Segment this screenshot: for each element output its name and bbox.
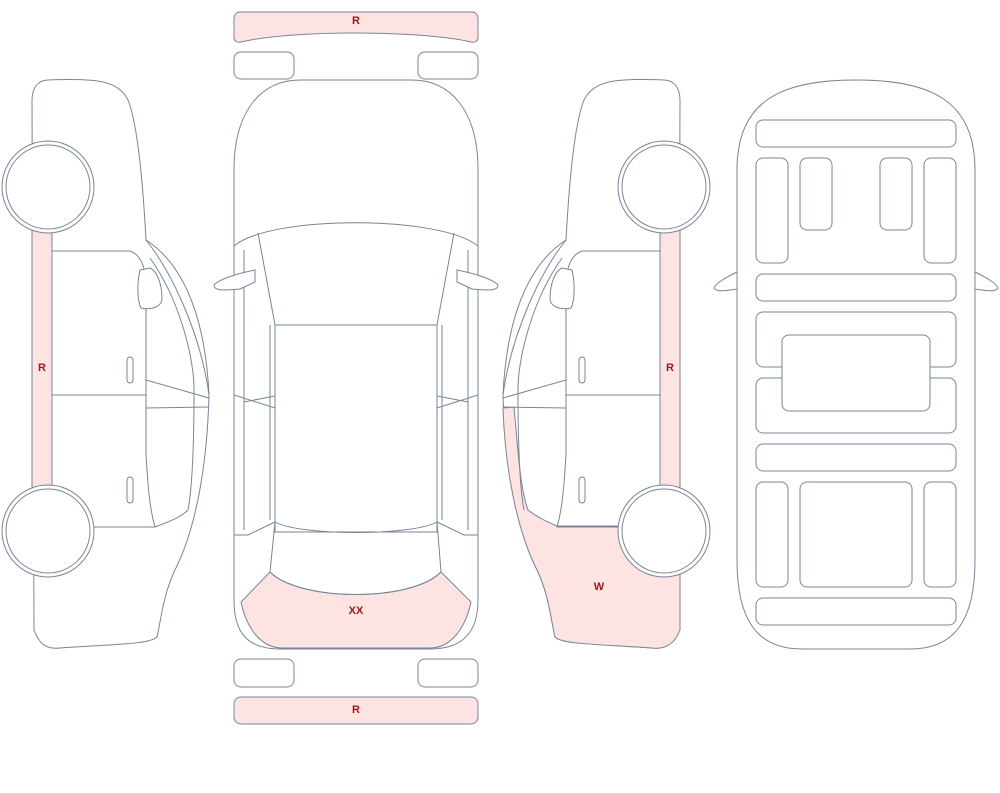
- top-left-pillar: [233, 394, 276, 409]
- left-front-wheel: [1, 140, 95, 234]
- front-left-headlight: [233, 51, 295, 80]
- top-right-side-line: [436, 250, 478, 536]
- underbody-front-right-mount[interactable]: [879, 157, 913, 231]
- underbody-rear-right-rail[interactable]: [923, 481, 957, 588]
- left-mirror: [137, 267, 163, 310]
- right-rear-door-handle: [578, 476, 586, 504]
- left-side-view: R: [1, 78, 210, 649]
- right-window-frame: [502, 239, 567, 511]
- left-rear-wheel-rim: [5, 488, 91, 574]
- right-rear-quarter-label: W: [594, 581, 605, 593]
- right-rear-door[interactable]: [556, 394, 660, 528]
- left-rear-door[interactable]: [52, 394, 156, 528]
- left-pillar: [145, 379, 210, 409]
- underbody-tunnel[interactable]: [781, 334, 931, 412]
- right-rear-wheel: [617, 484, 711, 578]
- front-bumper[interactable]: [233, 11, 479, 43]
- underbody-mid-crossmember[interactable]: [755, 273, 957, 302]
- right-sill-label: R: [666, 362, 674, 374]
- front-bumper-label: R: [352, 15, 360, 27]
- underbody-rear-panel[interactable]: [755, 597, 957, 626]
- left-front-wheel-rim: [5, 144, 91, 230]
- right-sill-panel[interactable]: [659, 227, 681, 489]
- rear-left-taillight: [233, 658, 295, 688]
- rear-bumper[interactable]: [233, 696, 479, 725]
- top-view: R R XX: [213, 11, 499, 725]
- underbody-front-crossmember[interactable]: [755, 119, 957, 148]
- top-right-mirror: [456, 269, 499, 291]
- right-front-wheel-rim: [621, 144, 707, 230]
- windshield[interactable]: [233, 222, 479, 326]
- right-side-view: R W: [502, 78, 711, 649]
- underbody-right-mirror: [974, 271, 999, 292]
- left-window-frame: [145, 239, 210, 528]
- left-rear-wheel: [1, 484, 95, 578]
- top-body-outline: [233, 79, 479, 650]
- left-sill-label: R: [38, 362, 46, 374]
- rear-panel-label: XX: [349, 605, 364, 617]
- left-sill-panel[interactable]: [31, 227, 53, 489]
- right-pillar: [502, 379, 567, 409]
- right-rear-quarter[interactable]: [502, 406, 681, 649]
- left-front-door-handle: [126, 356, 134, 384]
- underbody-view: [713, 79, 999, 650]
- underbody-front-left-rail[interactable]: [755, 157, 789, 264]
- top-left-side-line: [234, 250, 276, 536]
- underbody-left-mirror: [713, 271, 738, 292]
- right-front-wheel: [617, 140, 711, 234]
- underbody-front-left-mount[interactable]: [799, 157, 833, 231]
- underbody-rear-left-rail[interactable]: [755, 481, 789, 588]
- underbody-front-right-rail[interactable]: [923, 157, 957, 264]
- rear-right-taillight: [417, 658, 479, 688]
- right-front-door-handle: [578, 356, 586, 384]
- rear-window[interactable]: [269, 521, 442, 595]
- right-mirror: [549, 267, 575, 310]
- top-right-pillar: [436, 394, 479, 409]
- front-right-headlight: [417, 51, 479, 80]
- underbody-spare-well[interactable]: [799, 481, 913, 588]
- rear-bumper-label: R: [352, 704, 360, 716]
- left-rear-door-handle: [126, 476, 134, 504]
- underbody-rear-crossmember[interactable]: [755, 443, 957, 472]
- right-rear-wheel-rim: [621, 488, 707, 574]
- top-left-mirror: [213, 269, 256, 291]
